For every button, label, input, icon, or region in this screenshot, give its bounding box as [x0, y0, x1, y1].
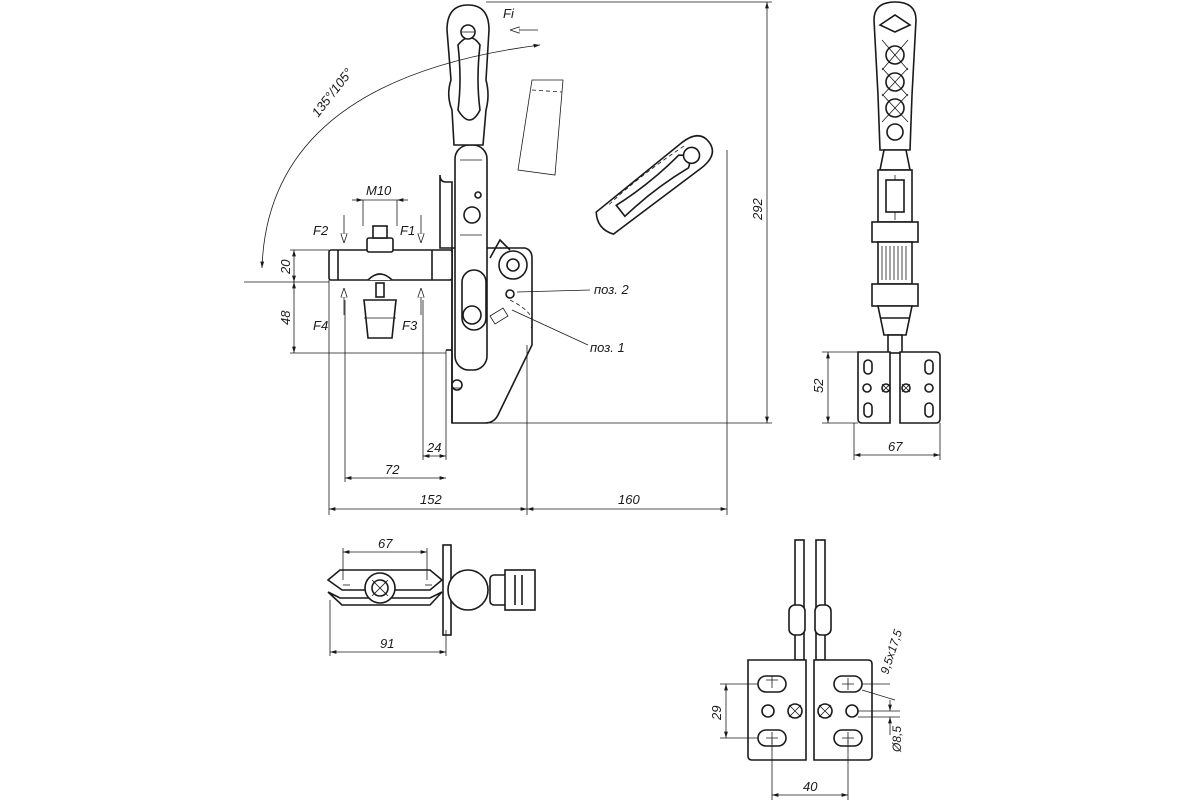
dim-160: 160: [618, 492, 640, 507]
label-pos-1: поз. 1: [590, 340, 625, 355]
label-thread: M10: [366, 183, 392, 198]
dim-24: 24: [426, 440, 441, 455]
base-view: [720, 539, 900, 800]
side-view: [822, 1, 941, 460]
base-flange-right: [815, 539, 826, 661]
round-hole: [761, 704, 775, 718]
spindle-nut: [367, 273, 393, 281]
spindle-pad: [363, 299, 397, 339]
base-flange-left: [794, 539, 805, 661]
lever-body: [454, 144, 488, 371]
top-view: [326, 544, 536, 656]
label-slot: 9,5x17,5: [878, 628, 906, 676]
leader-pos-2: [516, 289, 591, 293]
label-force-4: F4: [313, 318, 328, 333]
dim-20: 20: [278, 259, 293, 275]
dim-152: 152: [420, 492, 442, 507]
label-pos-2: поз. 2: [594, 282, 630, 297]
dim-91: 91: [380, 636, 394, 651]
open-position-ghost: [517, 79, 564, 176]
label-hole: Ø8,5: [890, 726, 904, 753]
label-angle: 135°/105°: [309, 65, 356, 119]
dim-72: 72: [385, 462, 400, 477]
leader-pos-1: [511, 309, 589, 346]
dim-292: 292: [750, 198, 765, 221]
dim-52: 52: [811, 378, 826, 393]
label-force-2: F2: [313, 223, 329, 238]
label-force-i: Fi: [503, 6, 515, 21]
label-force-1: F1: [400, 223, 415, 238]
swing-arc: [260, 43, 541, 269]
side-body: [877, 241, 913, 285]
dim-67-side: 67: [888, 439, 903, 454]
rotated-handle: [595, 134, 714, 236]
dim-29: 29: [709, 706, 724, 721]
dim-48: 48: [278, 310, 293, 325]
clamp-arm: [328, 249, 453, 281]
front-view: [244, 1, 772, 515]
top-pivot: [447, 569, 489, 611]
dim-40: 40: [803, 779, 818, 794]
dim-67-top: 67: [378, 536, 393, 551]
label-force-3: F3: [402, 318, 418, 333]
